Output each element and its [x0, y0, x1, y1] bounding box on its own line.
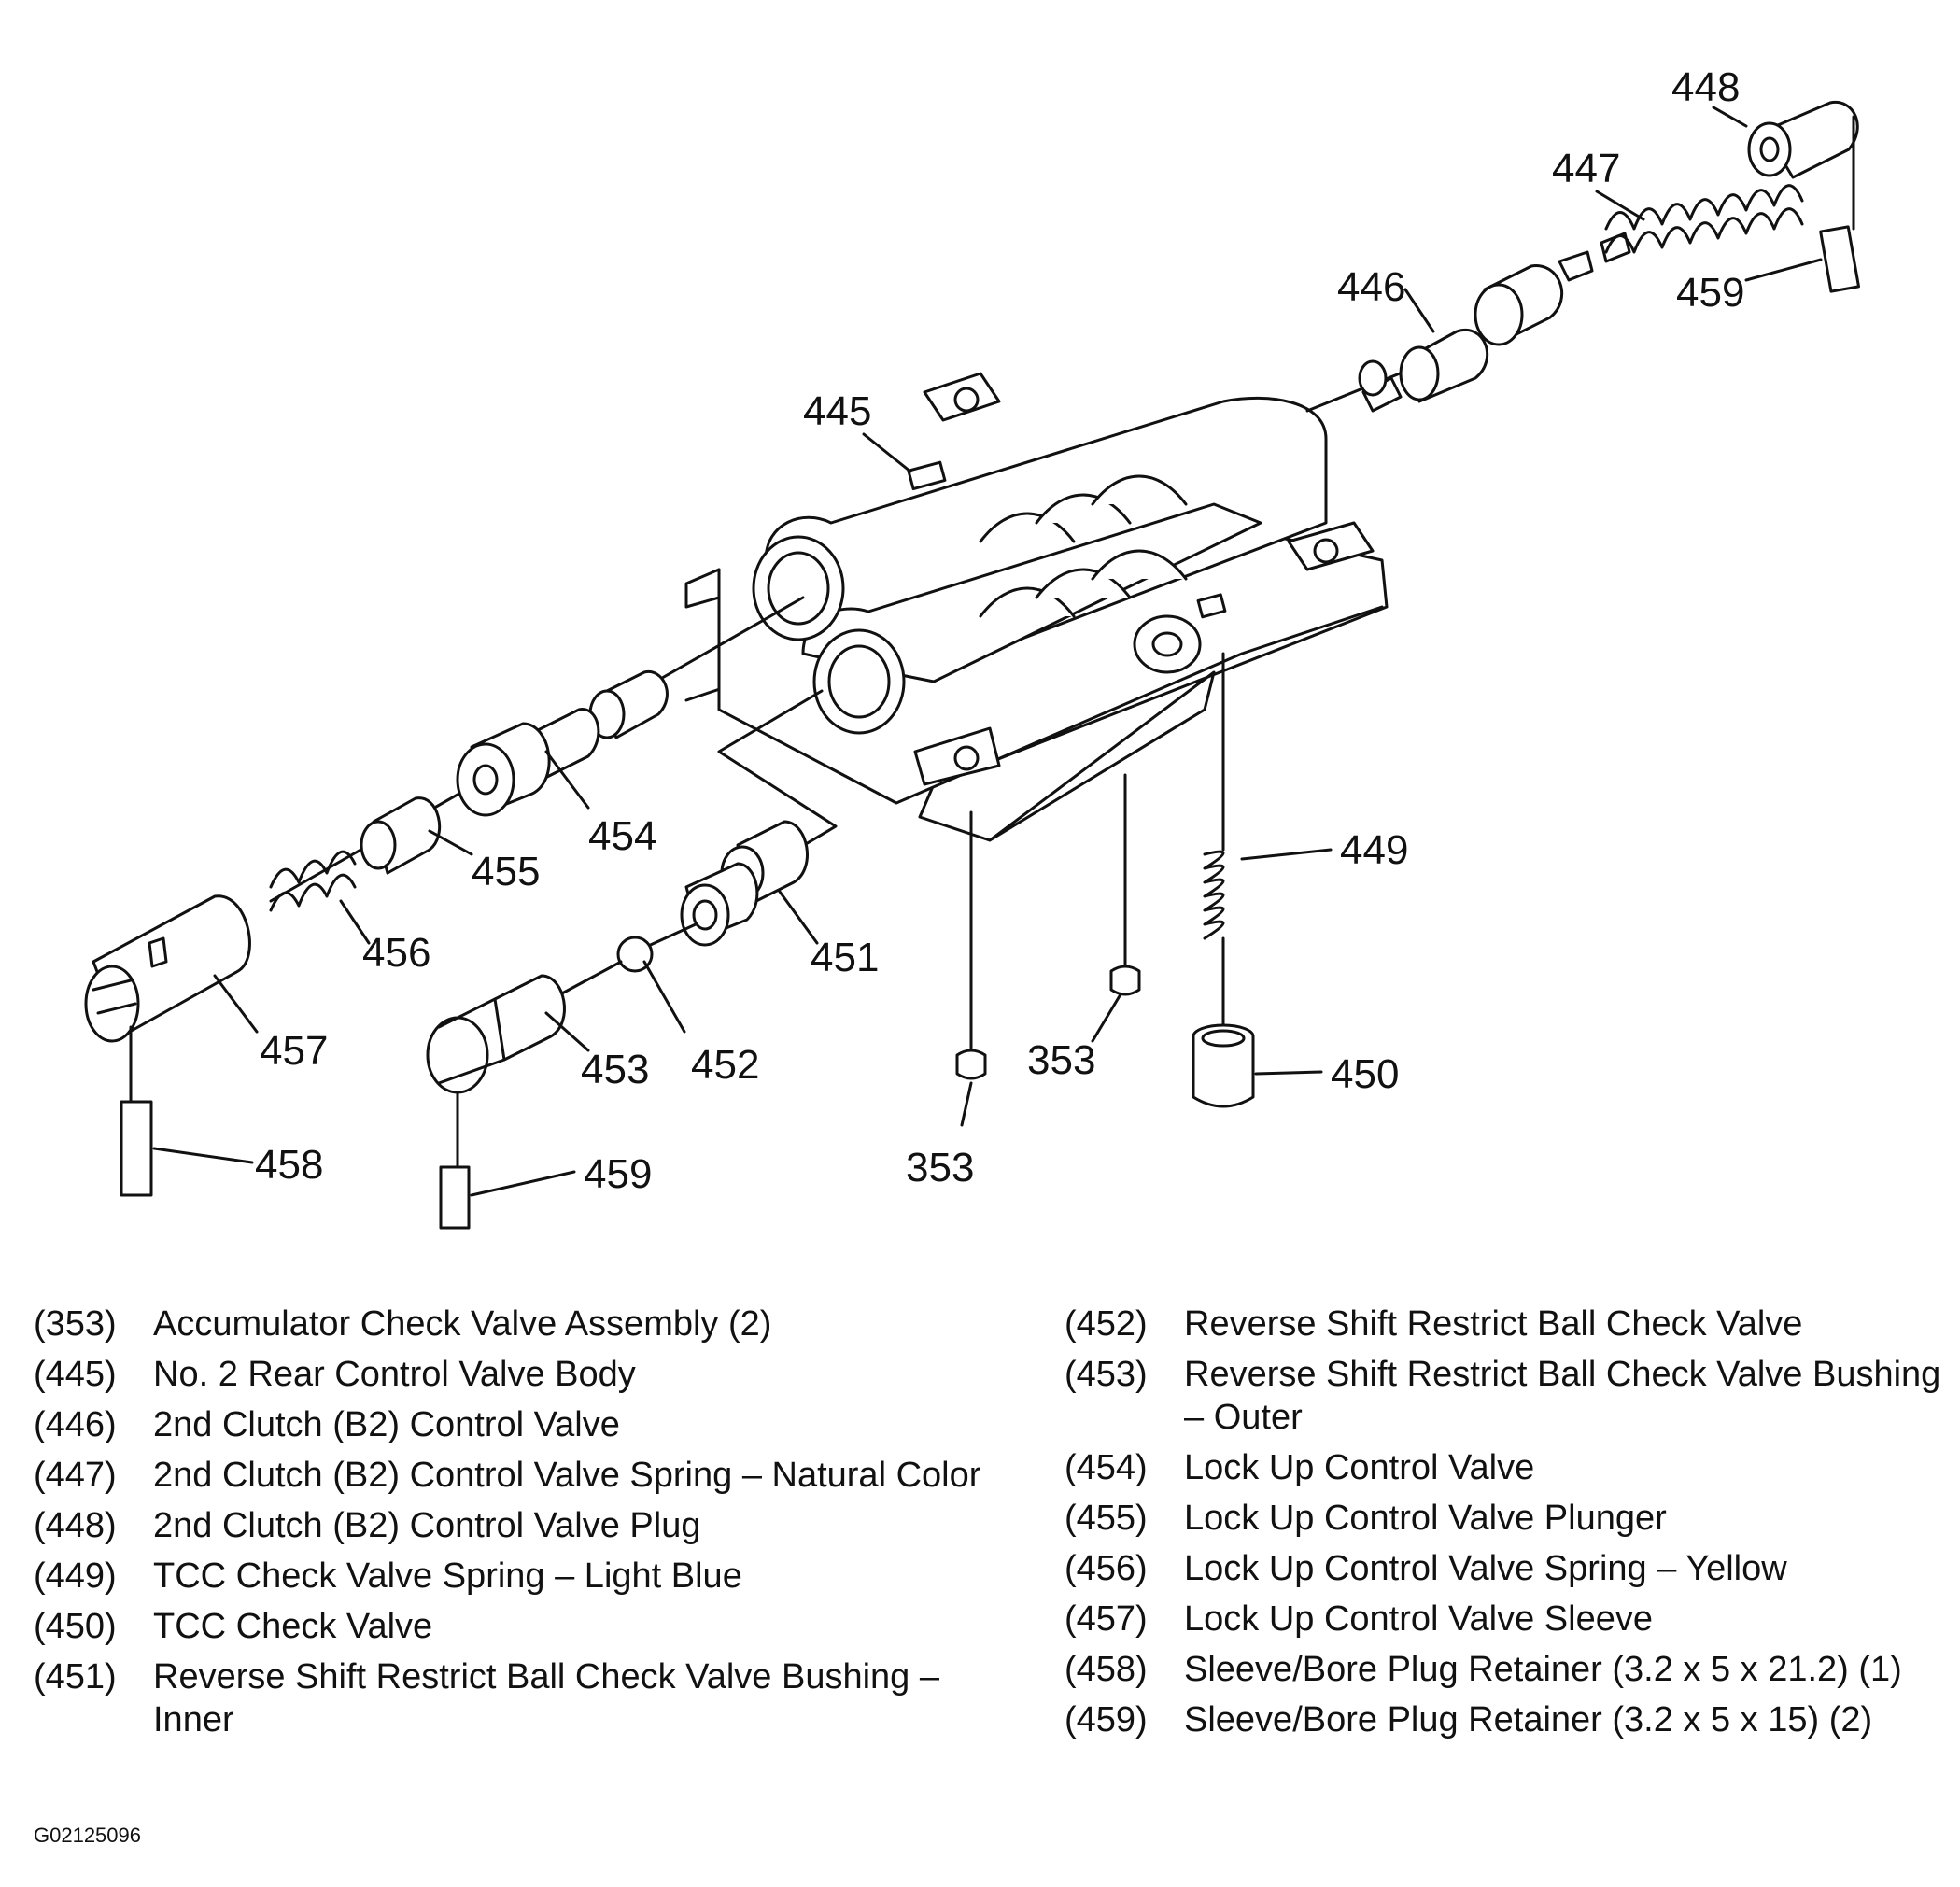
legend-left-column: (353) Accumulator Check Valve Assembly (2… [34, 1303, 1023, 1749]
legend-number: (447) [34, 1456, 117, 1495]
callout-447: 447 [1552, 146, 1620, 191]
callout-453: 453 [581, 1047, 649, 1092]
legend-description: TCC Check Valve Spring – Light Blue [153, 1556, 742, 1596]
legend-number: (446) [34, 1405, 117, 1444]
legend-description: Lock Up Control Valve Plunger [1184, 1499, 1667, 1538]
legend-item: (445) No. 2 Rear Control Valve Body [34, 1353, 1023, 1396]
callout-459-bottom: 459 [584, 1151, 652, 1197]
callout-labels: 445 446 447 448 459 449 450 451 452 453 … [255, 64, 1744, 1197]
legend-item: (454) Lock Up Control Valve [1065, 1446, 1942, 1489]
exploded-view-drawing: 445 446 447 448 459 449 450 451 452 453 … [84, 64, 1861, 1230]
legend-description: Accumulator Check Valve Assembly (2) [153, 1304, 772, 1344]
legend-item: (456) Lock Up Control Valve Spring – Yell… [1065, 1547, 1942, 1590]
legend-description: Reverse Shift Restrict Ball Check Valve [1184, 1304, 1803, 1344]
legend-description: Sleeve/Bore Plug Retainer (3.2 x 5 x 21.… [1184, 1650, 1902, 1689]
legend-right-column: (452) Reverse Shift Restrict Ball Check V… [1065, 1303, 1942, 1749]
legend-description: Lock Up Control Valve Spring – Yellow [1184, 1549, 1787, 1588]
legend-number: (450) [34, 1607, 117, 1646]
callout-458: 458 [255, 1142, 323, 1188]
legend-number: (456) [1065, 1549, 1148, 1588]
lockup-valve-train [84, 596, 805, 1197]
legend-number: (454) [1065, 1448, 1148, 1487]
legend-item: (452) Reverse Shift Restrict Ball Check V… [1065, 1303, 1942, 1345]
legend-description: 2nd Clutch (B2) Control Valve Plug [153, 1506, 701, 1545]
upper-valve-train [1305, 101, 1861, 413]
legend-number: (353) [34, 1304, 117, 1344]
legend-description: Reverse Shift Restrict Ball Check Valve … [1184, 1355, 1941, 1437]
legend-item: (450) TCC Check Valve [34, 1605, 1023, 1648]
legend-number: (445) [34, 1355, 117, 1394]
callout-353-left: 353 [906, 1145, 974, 1190]
legend-item: (453) Reverse Shift Restrict Ball Check V… [1065, 1353, 1942, 1439]
legend-item: (446) 2nd Clutch (B2) Control Valve [34, 1403, 1023, 1446]
legend-description: No. 2 Rear Control Valve Body [153, 1355, 636, 1394]
legend-item: (455) Lock Up Control Valve Plunger [1065, 1497, 1942, 1540]
callout-454: 454 [588, 813, 656, 859]
legend-item: (458) Sleeve/Bore Plug Retainer (3.2 x 5 … [1065, 1648, 1942, 1691]
legend-description: Lock Up Control Valve Sleeve [1184, 1599, 1653, 1639]
legend-item: (449) TCC Check Valve Spring – Light Blue [34, 1555, 1023, 1598]
legend-item: (448) 2nd Clutch (B2) Control Valve Plug [34, 1504, 1023, 1547]
legend-item: (353) Accumulator Check Valve Assembly (2… [34, 1303, 1023, 1345]
legend-number: (448) [34, 1506, 117, 1545]
callout-455: 455 [472, 849, 540, 894]
callout-449: 449 [1340, 827, 1408, 873]
callout-451: 451 [811, 935, 879, 980]
legend-description: Lock Up Control Valve [1184, 1448, 1535, 1487]
callout-457: 457 [260, 1028, 328, 1074]
legend-number: (453) [1065, 1355, 1148, 1394]
legend-number: (451) [34, 1657, 117, 1697]
legend-item: (447) 2nd Clutch (B2) Control Valve Sprin… [34, 1454, 1023, 1497]
legend-description: Reverse Shift Restrict Ball Check Valve … [153, 1657, 939, 1739]
valve-body-445 [684, 372, 1389, 842]
callout-353-right: 353 [1027, 1037, 1095, 1083]
legend-number: (457) [1065, 1599, 1148, 1639]
callout-448: 448 [1671, 64, 1740, 110]
legend-description: Sleeve/Bore Plug Retainer (3.2 x 5 x 15)… [1184, 1700, 1873, 1739]
legend-number: (459) [1065, 1700, 1148, 1739]
legend-item: (451) Reverse Shift Restrict Ball Check V… [34, 1655, 1023, 1741]
legend-number: (449) [34, 1556, 117, 1596]
callout-446: 446 [1337, 264, 1405, 310]
legend-number: (458) [1065, 1650, 1148, 1689]
legend-number: (455) [1065, 1499, 1148, 1538]
figure-id: G02125096 [34, 1824, 141, 1847]
callout-450: 450 [1331, 1051, 1399, 1097]
lower-parts [955, 652, 1255, 1108]
callout-456: 456 [362, 930, 430, 976]
legend-description: 2nd Clutch (B2) Control Valve [153, 1405, 620, 1444]
legend-item: (459) Sleeve/Bore Plug Retainer (3.2 x 5 … [1065, 1698, 1942, 1741]
legend-description: TCC Check Valve [153, 1607, 433, 1646]
callout-445: 445 [803, 388, 871, 434]
legend-number: (452) [1065, 1304, 1148, 1344]
legend-description: 2nd Clutch (B2) Control Valve Spring – N… [153, 1456, 981, 1495]
callout-452: 452 [691, 1042, 759, 1088]
leader-lines [152, 106, 1823, 1197]
check-valve-train [426, 689, 838, 1230]
callout-459-top: 459 [1676, 270, 1744, 316]
legend-item: (457) Lock Up Control Valve Sleeve [1065, 1598, 1942, 1641]
